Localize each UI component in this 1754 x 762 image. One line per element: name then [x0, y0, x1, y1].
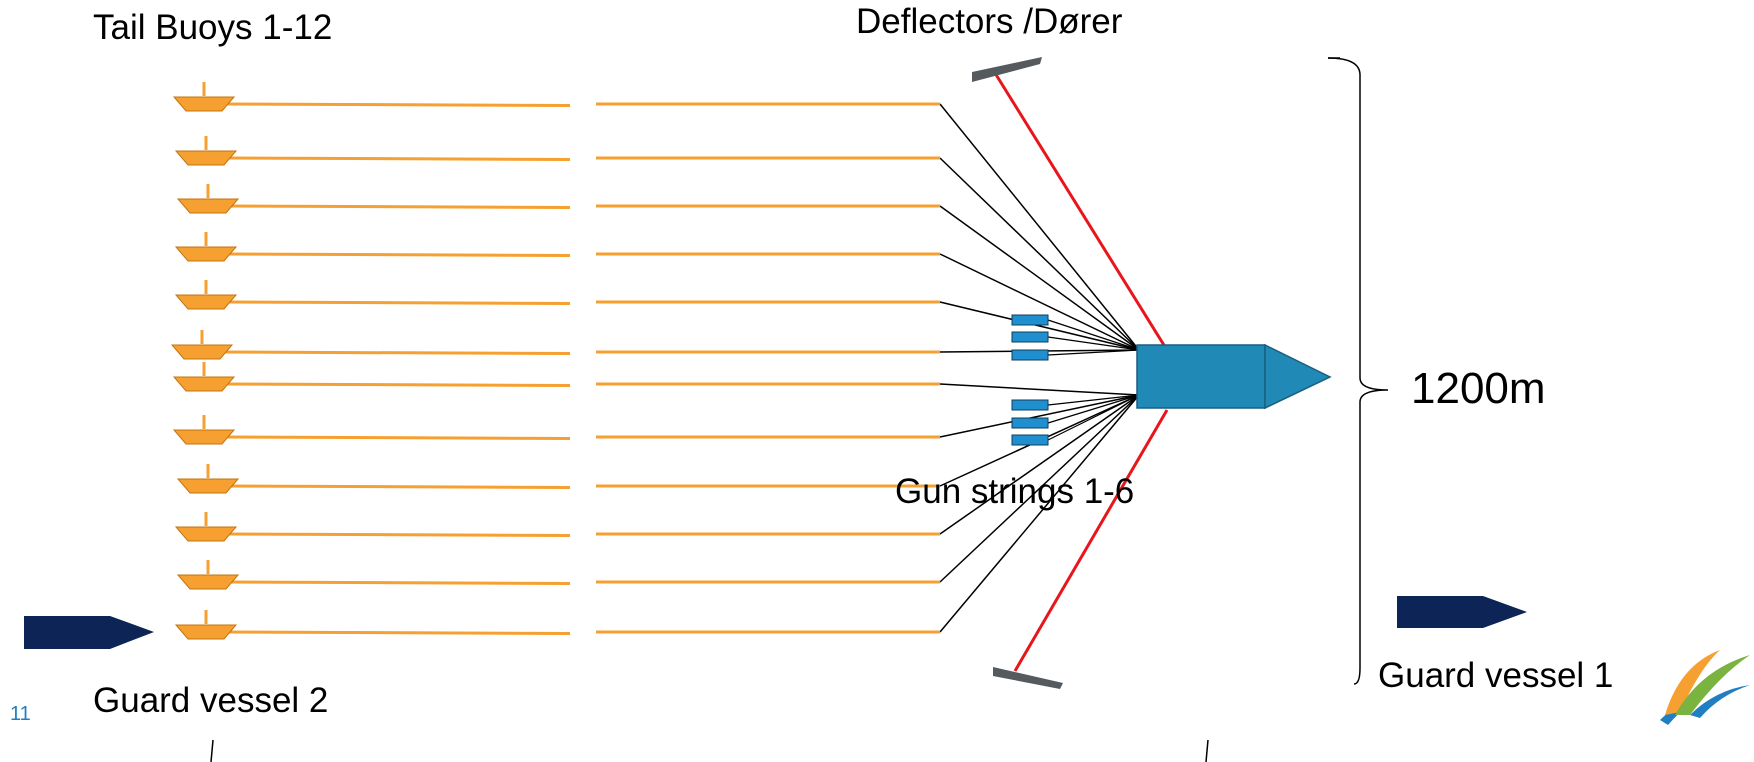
- tail-buoy-1: [172, 82, 236, 112]
- source-vessel: [1136, 343, 1332, 410]
- gun-string-4: [1011, 399, 1049, 411]
- tail-buoy-10: [174, 512, 238, 542]
- streamers: [221, 102, 940, 635]
- tow-lines: [939, 103, 1140, 633]
- tail-buoy-2: [174, 136, 238, 166]
- spread-width-label: 1200m: [1411, 364, 1546, 413]
- gun-tow-line-3: [1047, 349, 1140, 356]
- gun-strings: [1011, 314, 1049, 446]
- tail-buoy-11: [176, 560, 240, 590]
- company-logo-icon: [1660, 650, 1750, 725]
- streamer-front-10: [225, 532, 571, 537]
- tow-line-8: [939, 394, 1140, 438]
- tail-buoys-label: Tail Buoys 1-12: [93, 8, 333, 47]
- guard-vessel-1-shape: [1397, 596, 1527, 628]
- tail-buoy-4: [174, 232, 238, 262]
- deflector-line-top: [993, 72, 1169, 351]
- gun-tow-line-2: [1047, 336, 1140, 351]
- tow-line-1: [939, 103, 1140, 351]
- tow-line-10: [939, 394, 1140, 535]
- guard-vessel-2-shape: [24, 616, 154, 649]
- guard-vessel-1-label: Guard vessel 1: [1378, 656, 1614, 695]
- gun-tow-line-1: [1047, 319, 1140, 351]
- deflector-lines: [993, 72, 1169, 672]
- streamer-front-3: [227, 204, 571, 209]
- source-vessel-bow: [1264, 343, 1332, 410]
- tail-buoy-6: [170, 330, 234, 360]
- streamer-front-9: [227, 484, 571, 489]
- deflector-bottom: [993, 667, 1063, 689]
- gun-strings-label: Gun strings 1-6: [895, 472, 1135, 511]
- tow-line-11: [939, 394, 1140, 583]
- bottom-bracket: [210, 739, 1209, 762]
- tail-buoy-5: [174, 280, 238, 310]
- deflectors-label: Deflectors /Dører: [856, 2, 1123, 41]
- tail-buoy-9: [176, 464, 240, 494]
- streamer-front-11: [227, 580, 571, 585]
- tow-line-5: [939, 301, 1140, 351]
- gun-string-6: [1011, 434, 1049, 446]
- streamer-front-12: [225, 630, 571, 635]
- tow-line-7: [939, 383, 1140, 396]
- guard-vessel-2-label: Guard vessel 2: [93, 681, 329, 720]
- tow-line-4: [939, 253, 1140, 351]
- streamer-front-1: [223, 102, 571, 107]
- tow-line-3: [939, 205, 1140, 351]
- gun-string-2: [1011, 331, 1049, 343]
- streamer-front-5: [225, 300, 571, 305]
- gun-string-1: [1011, 314, 1049, 326]
- streamer-front-2: [225, 156, 571, 161]
- tail-buoy-8: [172, 415, 236, 445]
- source-vessel-hull: [1136, 344, 1266, 409]
- gun-tow-line-4: [1047, 394, 1140, 406]
- deflector-line-bottom: [1013, 409, 1169, 672]
- streamer-front-8: [223, 435, 571, 440]
- streamer-front-6: [221, 350, 571, 355]
- gun-string-5: [1011, 417, 1049, 429]
- tow-line-2: [939, 157, 1140, 351]
- streamer-front-4: [225, 252, 571, 257]
- tail-buoy-12: [174, 610, 238, 640]
- gun-tow-line-5: [1047, 394, 1140, 424]
- tail-buoy-7: [172, 362, 236, 392]
- tail-buoy-3: [176, 184, 240, 214]
- streamer-front-7: [223, 382, 571, 387]
- tow-line-12: [939, 394, 1140, 633]
- spread-width-bracket: [1327, 57, 1389, 685]
- tail-buoys: [170, 82, 240, 640]
- gun-string-3: [1011, 349, 1049, 361]
- deflector-top: [972, 57, 1042, 82]
- gun-tow-line-6: [1047, 394, 1140, 441]
- page-number: 11: [10, 703, 31, 725]
